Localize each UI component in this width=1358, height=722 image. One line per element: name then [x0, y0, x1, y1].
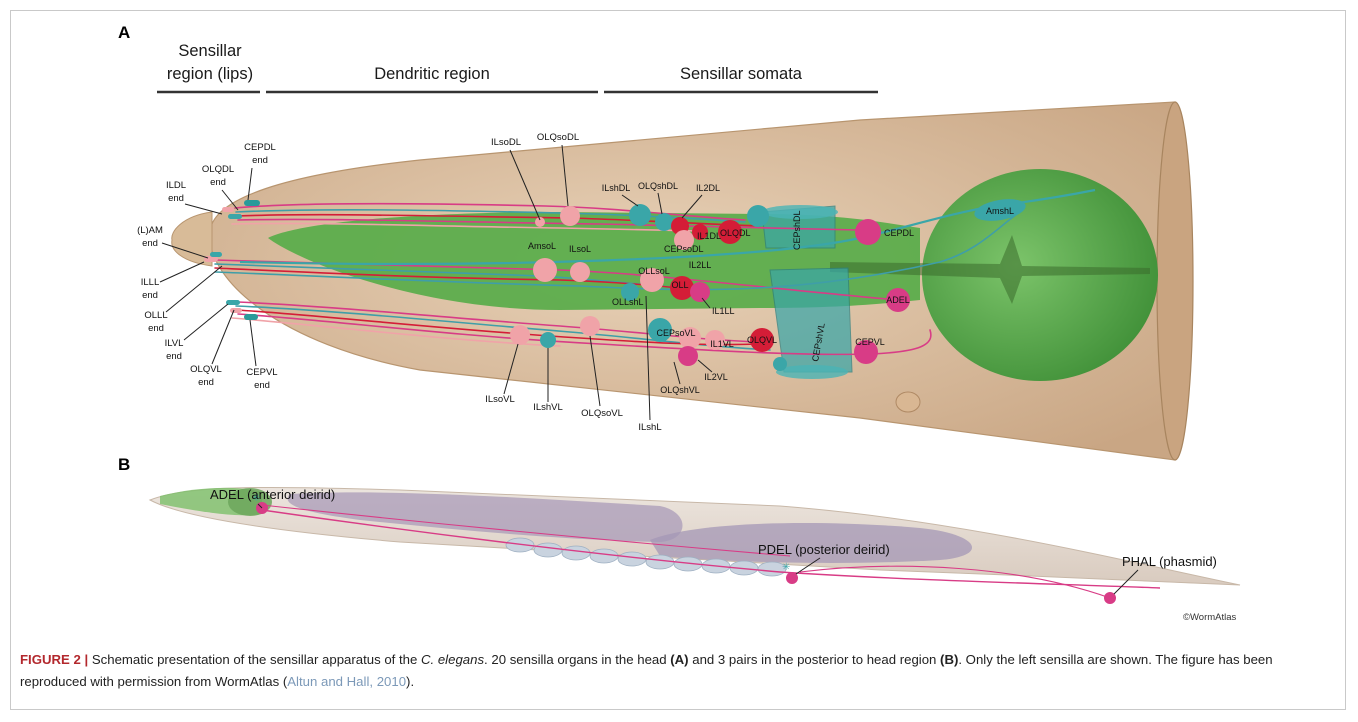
- region-header-dendritic: Dendritic region: [266, 65, 598, 92]
- label-ilsovl: ILsoVL: [485, 394, 515, 405]
- label-lam-end-1: (L)AM: [137, 225, 163, 236]
- whole-worm: [150, 487, 1240, 598]
- label-pdel-posterior-deirid: PDEL (posterior deirid): [758, 542, 890, 557]
- label-il1vl: IL1VL: [710, 339, 734, 349]
- caption-ref-a: (A): [670, 652, 688, 667]
- label-il1dl: IL1DL: [697, 231, 721, 241]
- label-il1ll: IL1LL: [712, 306, 735, 316]
- pdel-cilia-icon: ✳: [782, 562, 790, 573]
- label-ollsol: OLLsoL: [638, 266, 670, 276]
- caption-ref-b: (B): [940, 652, 958, 667]
- label-cepdl-end-1: CEPDL: [244, 142, 276, 153]
- panel-b-label: B: [118, 455, 130, 474]
- sensilla-diagram: A Sensillar region (lips) Dendritic regi…: [0, 0, 1358, 640]
- label-olll-end-2: end: [148, 323, 164, 334]
- label-il2ll: IL2LL: [689, 260, 712, 270]
- label-ilvl-end-1: ILVL: [165, 338, 184, 349]
- label-ollshl: OLLshL: [612, 297, 644, 307]
- caption-text-2: . 20 sensilla organs in the head: [484, 652, 670, 667]
- label-adel-anterior-deirid: ADEL (anterior deirid): [210, 487, 335, 502]
- label-amsol: AmsoL: [528, 241, 556, 251]
- label-olqdl-end-2: end: [210, 177, 226, 188]
- label-phal-phasmid: PHAL (phasmid): [1122, 554, 1217, 569]
- label-illl-end-2: end: [142, 290, 158, 301]
- label-amshl: AmshL: [986, 206, 1014, 216]
- label-olqdl: OLQDL: [720, 228, 751, 238]
- label-ildl-end-1: ILDL: [166, 180, 186, 191]
- label-ilshdl: ILshDL: [602, 183, 631, 193]
- region-dendritic-label: Dendritic region: [374, 65, 490, 83]
- label-lam-end-2: end: [142, 238, 158, 249]
- figure-caption: FIGURE 2 | Schematic presentation of the…: [20, 649, 1338, 693]
- label-olqsovl: OLQsoVL: [581, 408, 623, 419]
- caption-species: C. elegans: [421, 652, 484, 667]
- label-olll-end-1: OLLL: [144, 310, 167, 321]
- label-illl-end-1: ILLL: [141, 277, 160, 288]
- label-ilsol: ILsoL: [569, 244, 591, 254]
- caption-text-1: Schematic presentation of the sensillar …: [88, 652, 421, 667]
- region-header-somata: Sensillar somata: [604, 65, 878, 92]
- label-olqvl-end-2: end: [198, 377, 214, 388]
- label-olqvl: OLQVL: [747, 335, 777, 345]
- caption-label: FIGURE 2 |: [20, 652, 88, 667]
- label-ilshvl: ILshVL: [533, 402, 563, 413]
- label-adel: ADEL: [886, 295, 910, 305]
- region-lips-line2: region (lips): [167, 65, 253, 83]
- caption-text-3: and 3 pairs in the posterior to head reg…: [689, 652, 940, 667]
- panel-a-label: A: [118, 23, 130, 42]
- wormatlas-copyright: ©WormAtlas: [1183, 612, 1237, 623]
- label-il2dl: IL2DL: [696, 183, 720, 193]
- label-cepvl-end-2: end: [254, 380, 270, 391]
- label-cepdl: CEPDL: [884, 228, 914, 238]
- label-ilsodl: ILsoDL: [491, 137, 521, 148]
- label-cepshdl: CEPshDL: [792, 210, 802, 250]
- label-cepdl-end-2: end: [252, 155, 268, 166]
- label-cepsodl: CEPsoDL: [664, 244, 704, 254]
- label-cepvl-end-1: CEPVL: [246, 367, 277, 378]
- caption-text-5: ).: [406, 674, 414, 689]
- label-il2vl: IL2VL: [704, 372, 728, 382]
- label-ilshl: ILshL: [638, 422, 661, 433]
- label-cepvl: CEPVL: [855, 337, 885, 347]
- label-olqshdl: OLQshDL: [638, 181, 678, 191]
- deirid-bump: [896, 392, 920, 412]
- region-somata-label: Sensillar somata: [680, 65, 803, 83]
- label-olqdl-end-1: OLQDL: [202, 164, 234, 175]
- label-ilvl-end-2: end: [166, 351, 182, 362]
- body-cut-face: [1157, 102, 1193, 460]
- region-lips-line1: Sensillar: [178, 42, 242, 60]
- label-olqvl-end-1: OLQVL: [190, 364, 222, 375]
- label-oll: OLL: [671, 280, 688, 290]
- region-header-lips: Sensillar region (lips): [157, 42, 260, 92]
- label-cepsovl: CEPsoVL: [656, 328, 695, 338]
- label-olqshvl: OLQshVL: [660, 385, 700, 395]
- label-olqsodl: OLQsoDL: [537, 132, 579, 143]
- label-ildl-end-2: end: [168, 193, 184, 204]
- caption-citation-link[interactable]: Altun and Hall, 2010: [287, 674, 406, 689]
